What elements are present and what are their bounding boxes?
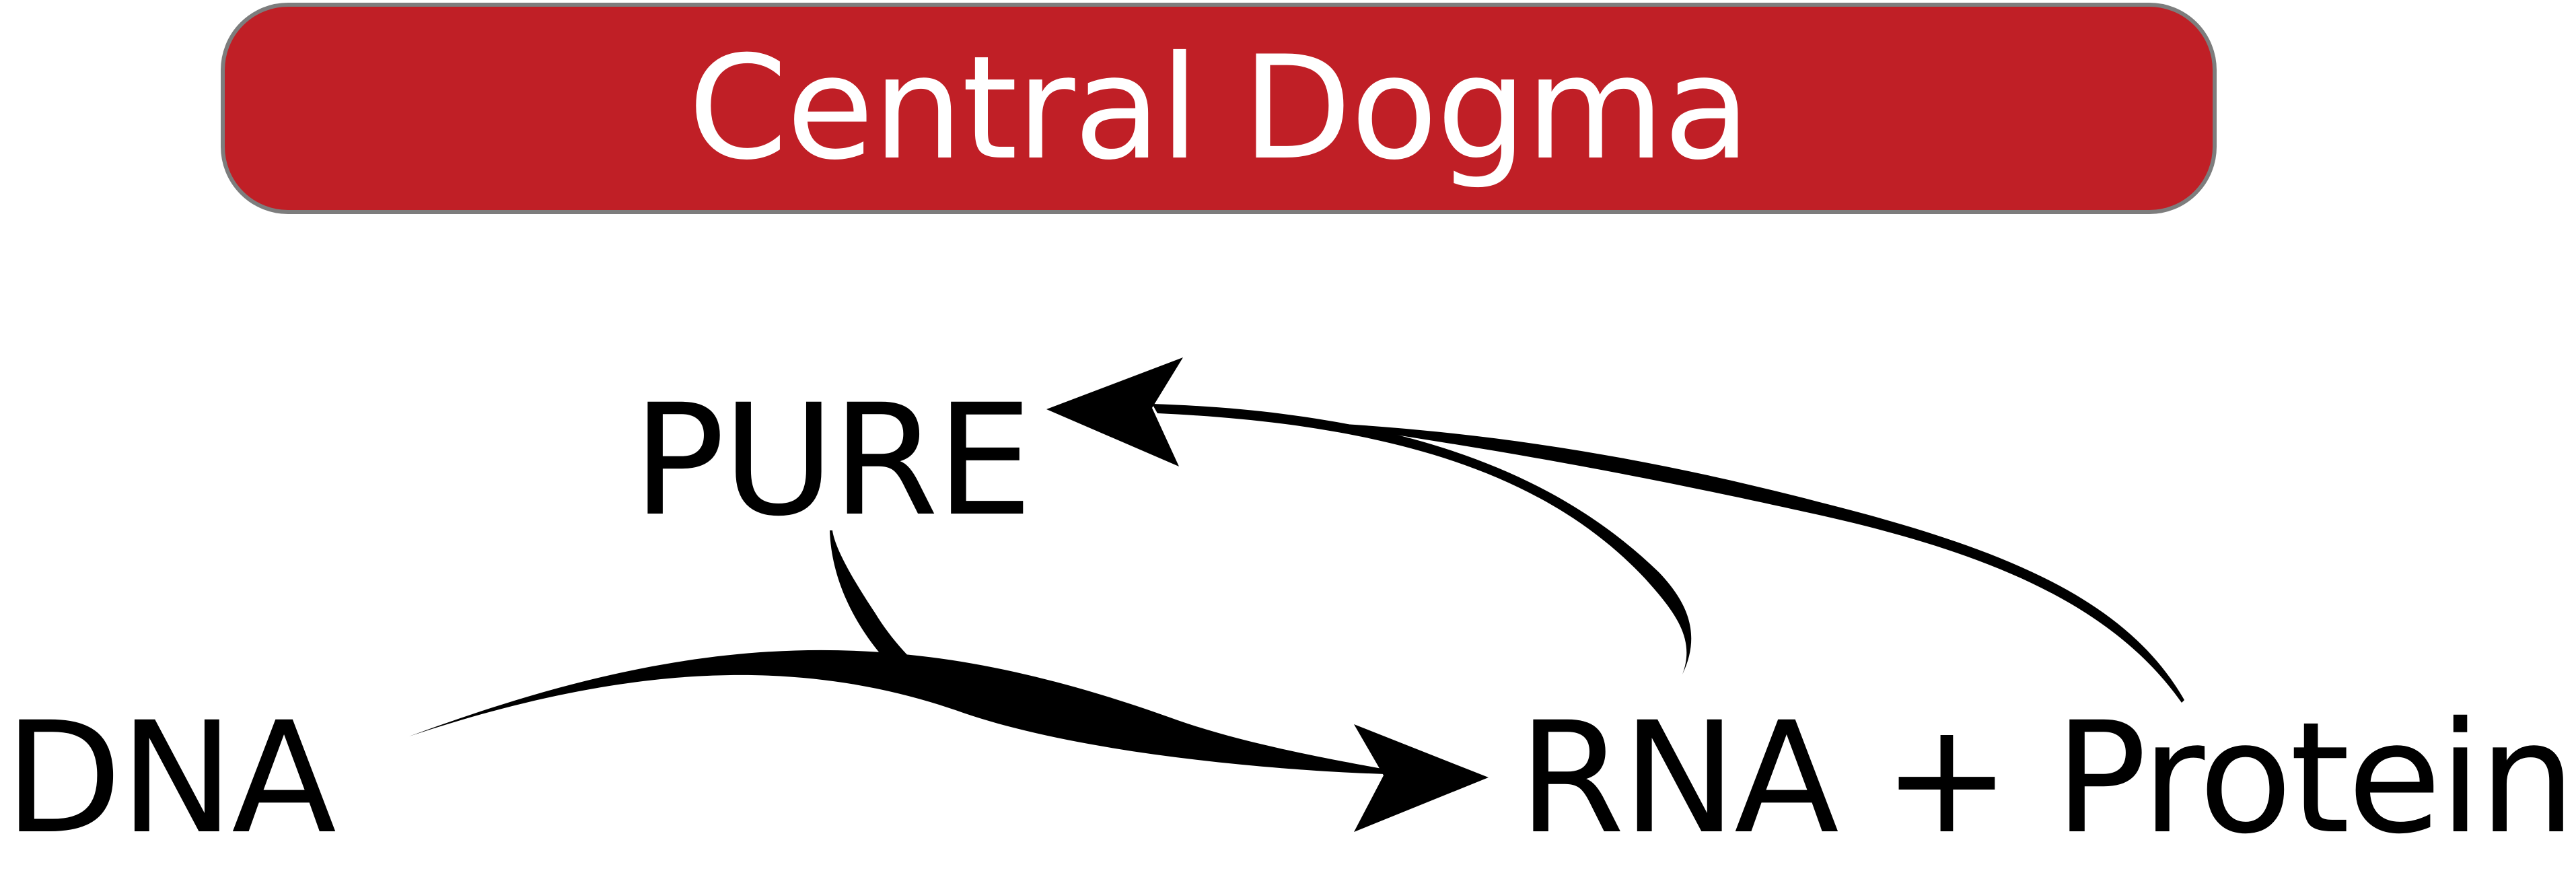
arrow-dna-to-rna xyxy=(409,650,1430,783)
node-dna: DNA xyxy=(4,689,336,868)
node-pure: PURE xyxy=(633,371,1033,550)
diagram-title: Central Dogma xyxy=(688,25,1750,191)
arrow-pure-to-rna xyxy=(830,530,962,700)
arrowhead-dna-to-rna xyxy=(1354,724,1489,832)
arrow-rna-to-pure xyxy=(1152,404,1692,674)
title-banner: Central Dogma xyxy=(221,3,2217,214)
node-rna-proteins: RNA + Proteins xyxy=(1518,689,2576,868)
arrowhead-rna-to-pure xyxy=(1046,357,1183,466)
